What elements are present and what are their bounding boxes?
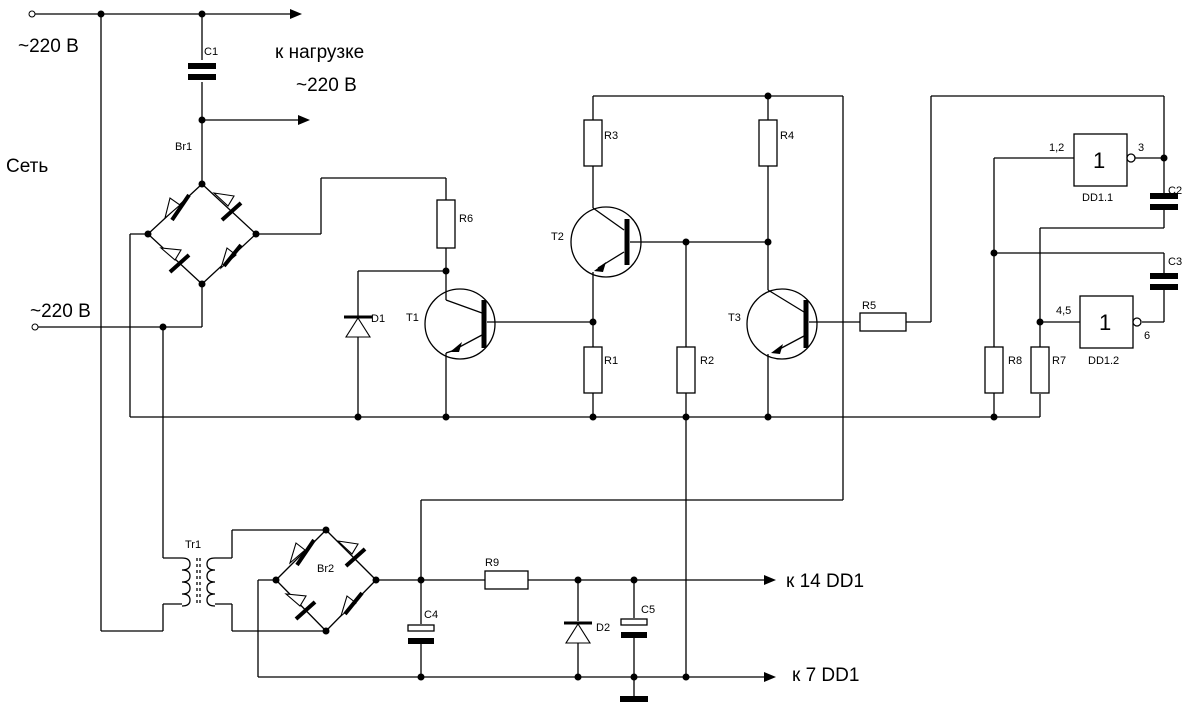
transistor-t1: [424, 288, 593, 417]
junction-dots: [97, 10, 1168, 681]
mains-wiring: [35, 9, 310, 632]
t1-label: T1: [406, 312, 419, 324]
br2-label: Br2: [317, 563, 334, 575]
r5-label: R5: [862, 300, 876, 312]
resistor-r7: [1030, 346, 1050, 394]
diode-d1: [344, 270, 446, 417]
r9-label: R9: [485, 557, 499, 569]
bridge-rectifier-br1: [129, 177, 446, 417]
d2-label: D2: [596, 622, 610, 634]
capacitor-c3: [994, 252, 1178, 323]
r4-label: R4: [780, 130, 794, 142]
mains-bottom-label: ~220 В: [30, 301, 91, 322]
transistor-t2: [570, 206, 768, 347]
c4-label: C4: [424, 609, 438, 621]
logic-gate-dd1-1: 1: [993, 133, 1164, 347]
dd1-2-out-pin: 6: [1144, 330, 1150, 342]
dd1-1-out-pin: 3: [1138, 142, 1144, 154]
diode-d2: [564, 580, 592, 677]
t3-label: T3: [728, 312, 741, 324]
t2-label: T2: [551, 231, 564, 243]
capacitor-c1: [188, 63, 216, 80]
load-label-line1: к нагрузке: [275, 42, 364, 63]
resistor-r9: [484, 570, 529, 590]
bridge-rectifier-br2: [257, 529, 485, 677]
r6-label: R6: [459, 213, 473, 225]
transistor-t3: [746, 288, 860, 417]
c5-label: C5: [641, 604, 655, 616]
dd1-1-symbol: 1: [1093, 148, 1105, 173]
capacitor-c2: [1039, 158, 1178, 347]
c3-label: C3: [1168, 256, 1182, 268]
c1-label: C1: [204, 46, 218, 58]
resistor-r8: [984, 346, 1004, 394]
pin7-label: к 7 DD1: [792, 665, 859, 686]
r2-label: R2: [700, 355, 714, 367]
dd1-1-in-pins: 1,2: [1049, 142, 1064, 154]
ground-rail: [130, 95, 1041, 580]
resistor-r6: [436, 199, 456, 249]
supply-rails: [258, 575, 776, 682]
r3-label: R3: [604, 130, 618, 142]
capacitor-c4: [407, 580, 435, 677]
tr1-label: Tr1: [185, 539, 201, 551]
network-label: Сеть: [6, 156, 48, 177]
resistor-r3: [583, 119, 603, 167]
r7-label: R7: [1052, 355, 1066, 367]
r8-label: R8: [1008, 355, 1022, 367]
dd1-2-in-pins: 4,5: [1056, 305, 1071, 317]
r1-label: R1: [604, 355, 618, 367]
dd1-1-label: DD1.1: [1082, 192, 1113, 204]
resistor-r2: [676, 346, 696, 394]
mains-top-label: ~220 В: [18, 36, 79, 57]
pin14-label: к 14 DD1: [786, 571, 864, 592]
resistor-r5: [859, 312, 907, 332]
br1-label: Br1: [175, 141, 192, 153]
resistor-r1: [583, 346, 603, 394]
capacitor-c5: [620, 580, 648, 677]
mains-terminal-bottom: [31, 323, 39, 331]
resistor-r4: [758, 119, 778, 167]
d1-label: D1: [371, 313, 385, 325]
mains-terminal-top: [28, 10, 36, 18]
load-label-line2: ~220 В: [296, 75, 357, 96]
logic-gate-dd1-2: 1: [1040, 295, 1142, 349]
dd1-2-symbol: 1: [1099, 310, 1111, 335]
dd1-2-label: DD1.2: [1088, 355, 1119, 367]
transformer-tr1: [181, 529, 326, 632]
